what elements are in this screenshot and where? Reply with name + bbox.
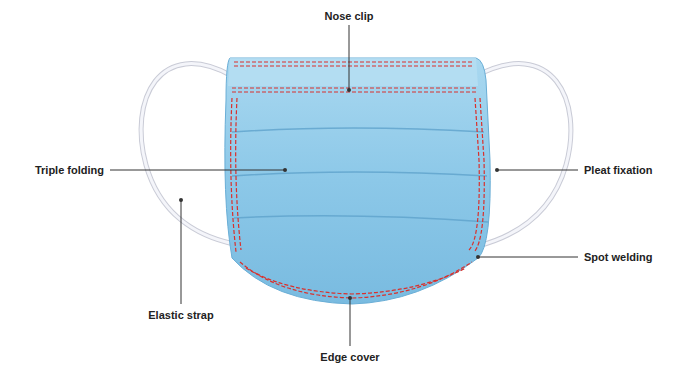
edge-cover-label: Edge cover (320, 351, 379, 364)
pleats (232, 128, 488, 222)
nose-band (228, 58, 478, 86)
stitching (231, 62, 485, 298)
elastic-strap-label: Elastic strap (148, 309, 213, 322)
pleat-fixation-label: Pleat fixation (584, 164, 652, 177)
spot-welding-label: Spot welding (584, 251, 652, 264)
leader-lines (110, 25, 578, 346)
triple-folding-label: Triple folding (35, 164, 104, 177)
leader-dots (179, 88, 499, 300)
mask-body (225, 58, 490, 304)
nose-clip-label: Nose clip (325, 10, 374, 23)
